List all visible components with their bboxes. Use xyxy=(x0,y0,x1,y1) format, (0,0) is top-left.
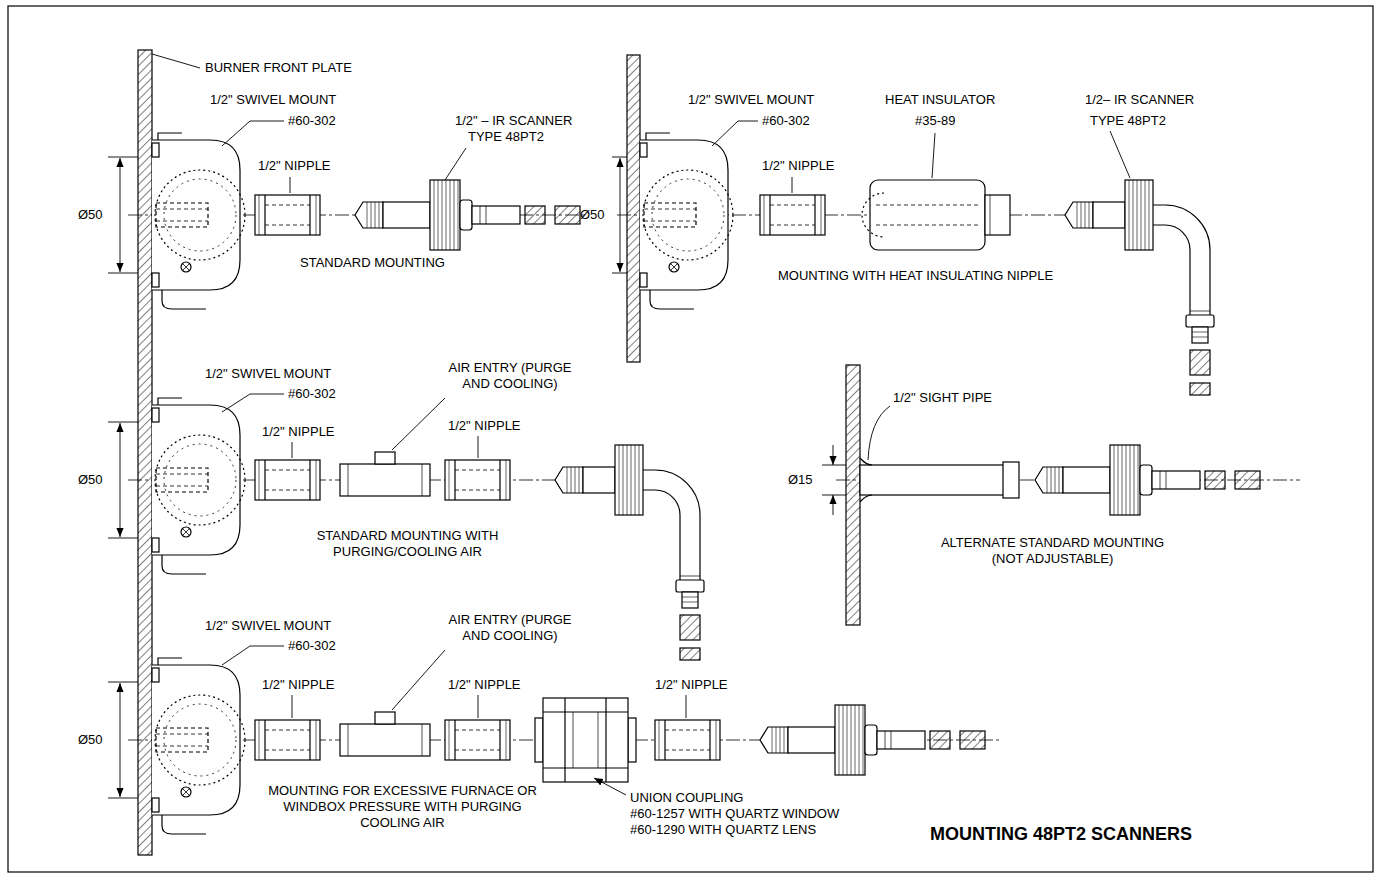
burner-front-plates xyxy=(138,50,860,855)
part-label: 1/2" NIPPLE xyxy=(262,677,335,693)
part-label: #60-302 xyxy=(288,638,336,654)
part-label: MOUNTING FOR EXCESSIVE FURNACE OR WINDBO… xyxy=(265,783,540,831)
part-label: AIR ENTRY (PURGE AND COOLING) xyxy=(435,612,585,644)
part-label: 1/2" – IR SCANNER xyxy=(455,113,572,129)
part-label: TYPE 48PT2 xyxy=(1090,113,1166,129)
part-label: 1/2– IR SCANNER xyxy=(1085,92,1194,108)
part-label: Ø50 xyxy=(78,732,103,748)
part-label: 1/2" SWIVEL MOUNT xyxy=(205,618,331,634)
part-label: 1/2" NIPPLE xyxy=(448,677,521,693)
part-label: #35-89 xyxy=(915,113,955,129)
part-label: 1/2" NIPPLE xyxy=(448,418,521,434)
part-label: #60-302 xyxy=(288,113,336,129)
part-label: HEAT INSULATOR xyxy=(885,92,995,108)
part-label: 1/2" SWIVEL MOUNT xyxy=(688,92,814,108)
part-label: BURNER FRONT PLATE xyxy=(205,60,352,76)
part-label: AIR ENTRY (PURGE AND COOLING) xyxy=(435,360,585,392)
part-label: 1/2" NIPPLE xyxy=(762,158,835,174)
part-label: Ø50 xyxy=(580,207,605,223)
part-label: 1/2" NIPPLE xyxy=(262,424,335,440)
part-label: TYPE 48PT2 xyxy=(468,129,544,145)
frame-border xyxy=(8,6,1373,872)
part-label: 1/2" SWIVEL MOUNT xyxy=(205,366,331,382)
row-2-sight-pipe xyxy=(860,445,1260,515)
row-3-pressure xyxy=(152,658,985,834)
part-label: Ø15 xyxy=(788,472,813,488)
part-label: Ø50 xyxy=(78,472,103,488)
part-label: MOUNTING WITH HEAT INSULATING NIPPLE xyxy=(778,268,1053,284)
part-label: 1/2" NIPPLE xyxy=(655,677,728,693)
centerlines xyxy=(128,215,1300,740)
part-label: STANDARD MOUNTING xyxy=(300,255,445,271)
dimension-lines xyxy=(108,157,846,798)
leader-lines xyxy=(152,54,1130,795)
part-label: #60-1257 WITH QUARTZ WINDOW xyxy=(630,806,839,822)
part-label: 1/2" SWIVEL MOUNT xyxy=(210,92,336,108)
part-label: 1/2" SIGHT PIPE xyxy=(893,390,992,406)
row-2-purge xyxy=(152,398,704,660)
drawing-title: MOUNTING 48PT2 SCANNERS xyxy=(930,824,1192,845)
part-label: ALTERNATE STANDARD MOUNTING (NOT ADJUSTA… xyxy=(925,535,1180,567)
part-label: #60-302 xyxy=(288,386,336,402)
part-label: 1/2" NIPPLE xyxy=(258,158,331,174)
part-label: Ø50 xyxy=(78,207,103,223)
part-label: #60-302 xyxy=(762,113,810,129)
part-label: UNION COUPLING xyxy=(630,790,743,806)
row-1-standard xyxy=(152,133,580,309)
part-label: #60-1290 WITH QUARTZ LENS xyxy=(630,822,816,838)
part-label: STANDARD MOUNTING WITH PURGING/COOLING A… xyxy=(300,528,515,560)
